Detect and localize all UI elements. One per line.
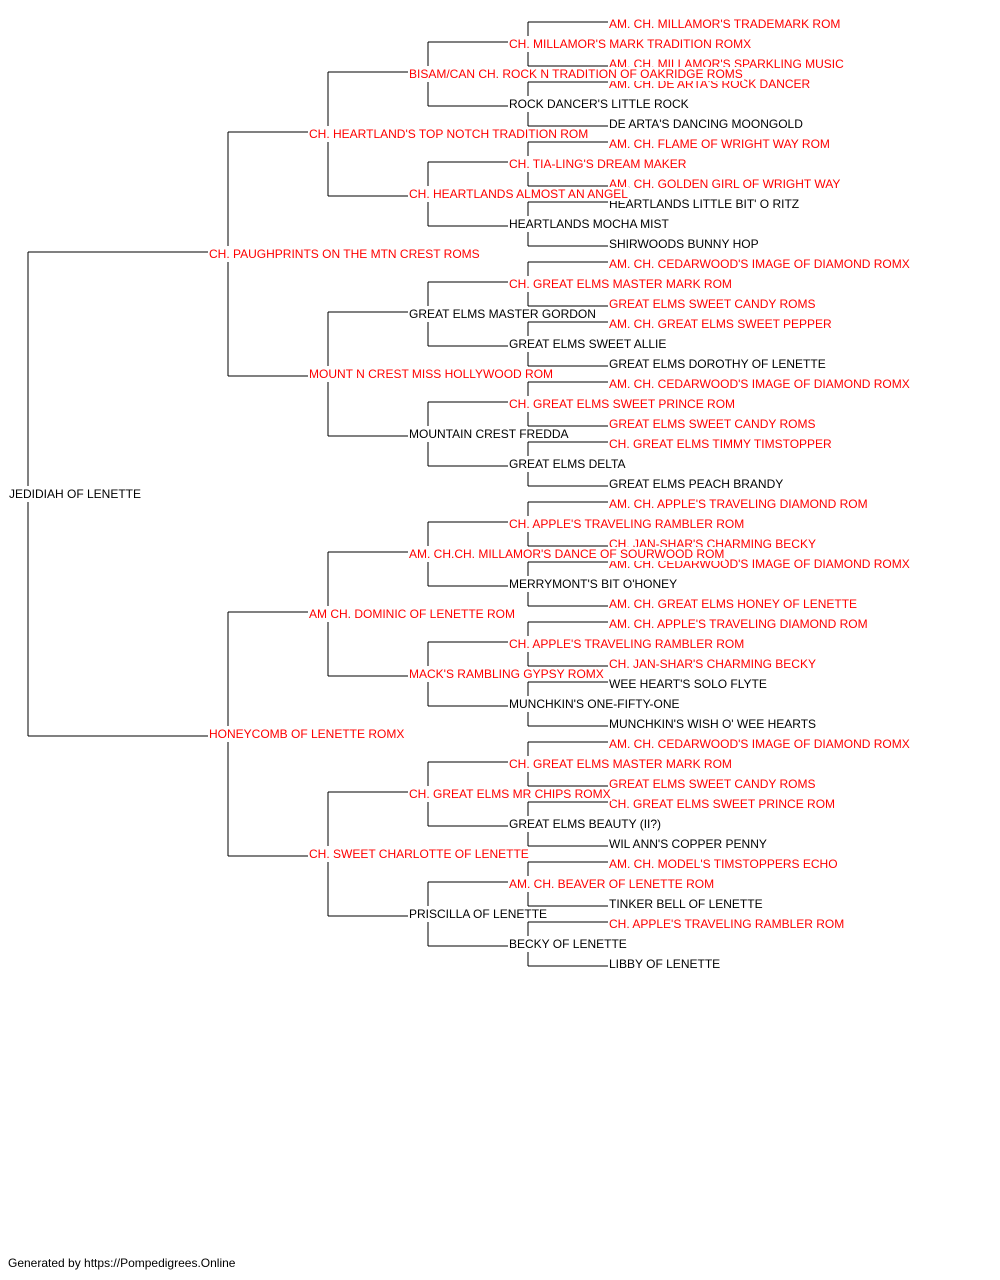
ancestor-name: CH. APPLE'S TRAVELING RAMBLER ROM xyxy=(508,517,746,531)
ancestor-name: MERRYMONT'S BIT O'HONEY xyxy=(508,577,679,591)
ancestor-name: HONEYCOMB OF LENETTE ROMX xyxy=(208,727,406,741)
ancestor-name: GREAT ELMS PEACH BRANDY xyxy=(608,477,785,491)
ancestor-name: MACK'S RAMBLING GYPSY ROMX xyxy=(408,667,605,681)
ancestor-name: CH. APPLE'S TRAVELING RAMBLER ROM xyxy=(508,637,746,651)
ancestor-name: MOUNTAIN CREST FREDDA xyxy=(408,427,570,441)
ancestor-name: CH. GREAT ELMS SWEET PRINCE ROM xyxy=(508,397,737,411)
ancestor-name: BISAM/CAN CH. ROCK N TRADITION OF OAKRID… xyxy=(408,67,744,81)
ancestor-name: AM. CH. CEDARWOOD'S IMAGE OF DIAMOND ROM… xyxy=(608,377,911,391)
ancestor-name: LIBBY OF LENETTE xyxy=(608,957,722,971)
ancestor-name: AM. CH. GOLDEN GIRL OF WRIGHT WAY xyxy=(608,177,842,191)
ancestor-name: CH. JAN-SHAR'S CHARMING BECKY xyxy=(608,657,817,671)
ancestor-name: HEARTLANDS LITTLE BIT' O RITZ xyxy=(608,197,801,211)
ancestor-name: SHIRWOODS BUNNY HOP xyxy=(608,237,760,251)
ancestor-name: AM. CH. MODEL'S TIMSTOPPERS ECHO xyxy=(608,857,839,871)
ancestor-name: CH. GREAT ELMS MASTER MARK ROM xyxy=(508,757,733,771)
ancestor-name: GREAT ELMS DELTA xyxy=(508,457,627,471)
ancestor-name: AM. CH. FLAME OF WRIGHT WAY ROM xyxy=(608,137,831,151)
ancestor-name: GREAT ELMS SWEET ALLIE xyxy=(508,337,668,351)
ancestor-name: MUNCHKIN'S ONE-FIFTY-ONE xyxy=(508,697,681,711)
ancestor-name: DE ARTA'S DANCING MOONGOLD xyxy=(608,117,804,131)
ancestor-name: AM. CH. APPLE'S TRAVELING DIAMOND ROM xyxy=(608,497,869,511)
ancestor-name: GREAT ELMS SWEET CANDY ROMS xyxy=(608,777,817,791)
ancestor-name: ROCK DANCER'S LITTLE ROCK xyxy=(508,97,690,111)
ancestor-name: CH. GREAT ELMS TIMMY TIMSTOPPER xyxy=(608,437,833,451)
ancestor-name: AM. CH.CH. MILLAMOR'S DANCE OF SOURWOOD … xyxy=(408,547,726,561)
ancestor-name: AM. CH. CEDARWOOD'S IMAGE OF DIAMOND ROM… xyxy=(608,737,911,751)
ancestor-name: MUNCHKIN'S WISH O' WEE HEARTS xyxy=(608,717,818,731)
ancestor-name: CH. SWEET CHARLOTTE OF LENETTE xyxy=(308,847,530,861)
ancestor-name: CH. HEARTLANDS ALMOST AN ANGEL xyxy=(408,187,629,201)
ancestor-name: GREAT ELMS BEAUTY (II?) xyxy=(508,817,663,831)
ancestor-name: CH. HEARTLAND'S TOP NOTCH TRADITION ROM xyxy=(308,127,590,141)
ancestor-name: CH. APPLE'S TRAVELING RAMBLER ROM xyxy=(608,917,846,931)
ancestor-name: CH. TIA-LING'S DREAM MAKER xyxy=(508,157,688,171)
ancestor-name: AM. CH. CEDARWOOD'S IMAGE OF DIAMOND ROM… xyxy=(608,257,911,271)
ancestor-name: CH. GREAT ELMS SWEET PRINCE ROM xyxy=(608,797,837,811)
ancestor-name: WIL ANN'S COPPER PENNY xyxy=(608,837,768,851)
ancestor-name: WEE HEART'S SOLO FLYTE xyxy=(608,677,768,691)
ancestor-name: CH. MILLAMOR'S MARK TRADITION ROMX xyxy=(508,37,753,51)
ancestor-name: CH. PAUGHPRINTS ON THE MTN CREST ROMS xyxy=(208,247,481,261)
ancestor-name: GREAT ELMS SWEET CANDY ROMS xyxy=(608,417,817,431)
ancestor-name: MOUNT N CREST MISS HOLLYWOOD ROM xyxy=(308,367,555,381)
ancestor-name: GREAT ELMS SWEET CANDY ROMS xyxy=(608,297,817,311)
ancestor-name: PRISCILLA OF LENETTE xyxy=(408,907,549,921)
ancestor-name: AM. CH. GREAT ELMS SWEET PEPPER xyxy=(608,317,833,331)
ancestor-name: CH. GREAT ELMS MASTER MARK ROM xyxy=(508,277,733,291)
ancestor-name: AM. CH. BEAVER OF LENETTE ROM xyxy=(508,877,716,891)
ancestor-name: CH. GREAT ELMS MR CHIPS ROMX xyxy=(408,787,612,801)
ancestor-name: BECKY OF LENETTE xyxy=(508,937,628,951)
ancestor-name: HEARTLANDS MOCHA MIST xyxy=(508,217,670,231)
ancestor-name: GREAT ELMS MASTER GORDON xyxy=(408,307,597,321)
ancestor-name: TINKER BELL OF LENETTE xyxy=(608,897,764,911)
subject-name: JEDIDIAH OF LENETTE xyxy=(8,487,143,501)
ancestor-name: AM. CH. GREAT ELMS HONEY OF LENETTE xyxy=(608,597,859,611)
ancestor-name: GREAT ELMS DOROTHY OF LENETTE xyxy=(608,357,827,371)
ancestor-name: AM. CH. MILLAMOR'S TRADEMARK ROM xyxy=(608,17,842,31)
generated-by-footer: Generated by https://Pompedigrees.Online xyxy=(8,1256,236,1270)
ancestor-name: AM CH. DOMINIC OF LENETTE ROM xyxy=(308,607,517,621)
ancestor-name: AM. CH. APPLE'S TRAVELING DIAMOND ROM xyxy=(608,617,869,631)
